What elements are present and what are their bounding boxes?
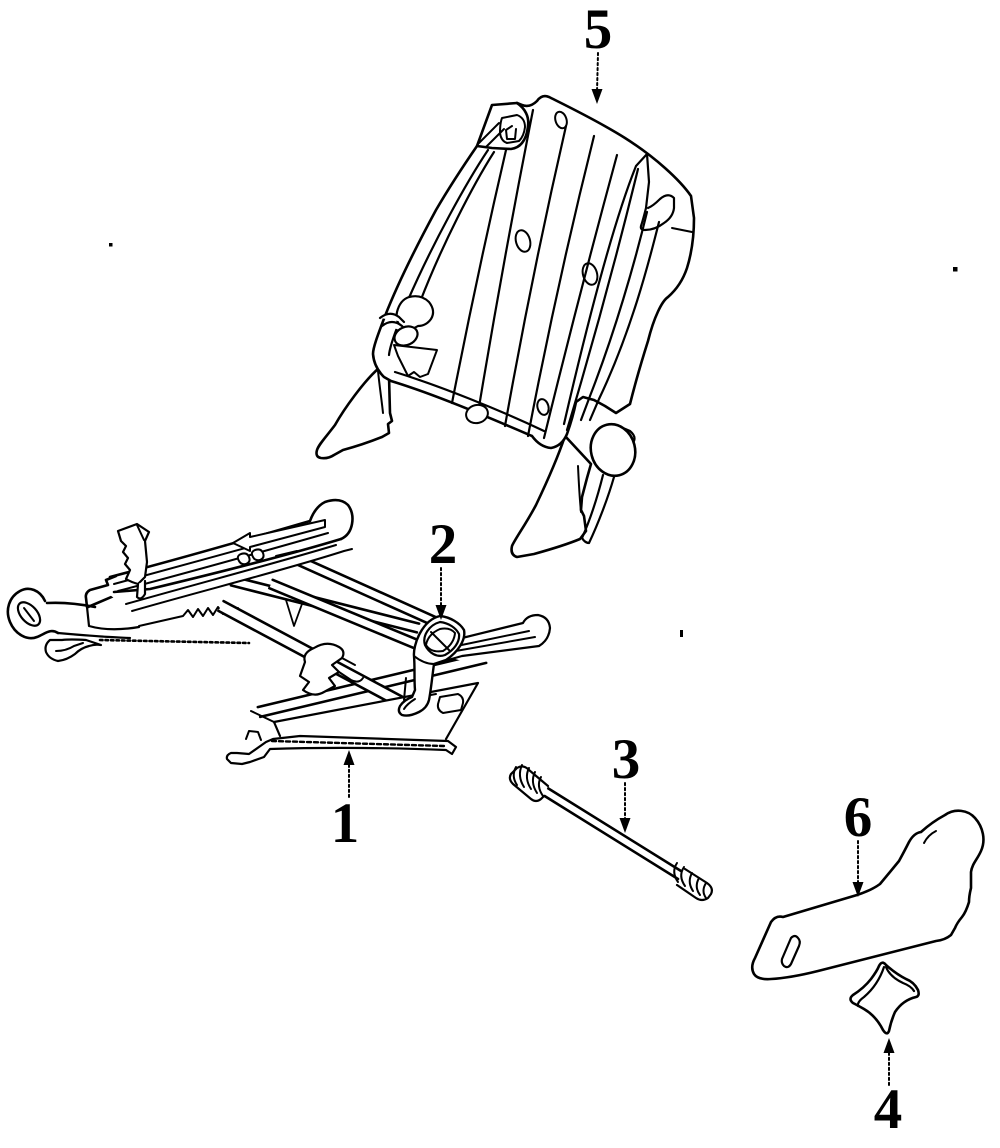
svg-text:5: 5 [584,0,613,61]
svg-text:1: 1 [331,792,360,855]
svg-text:4: 4 [874,1078,903,1141]
svg-text:3: 3 [612,728,641,791]
svg-text:2: 2 [429,513,458,576]
svg-text:6: 6 [844,786,873,849]
